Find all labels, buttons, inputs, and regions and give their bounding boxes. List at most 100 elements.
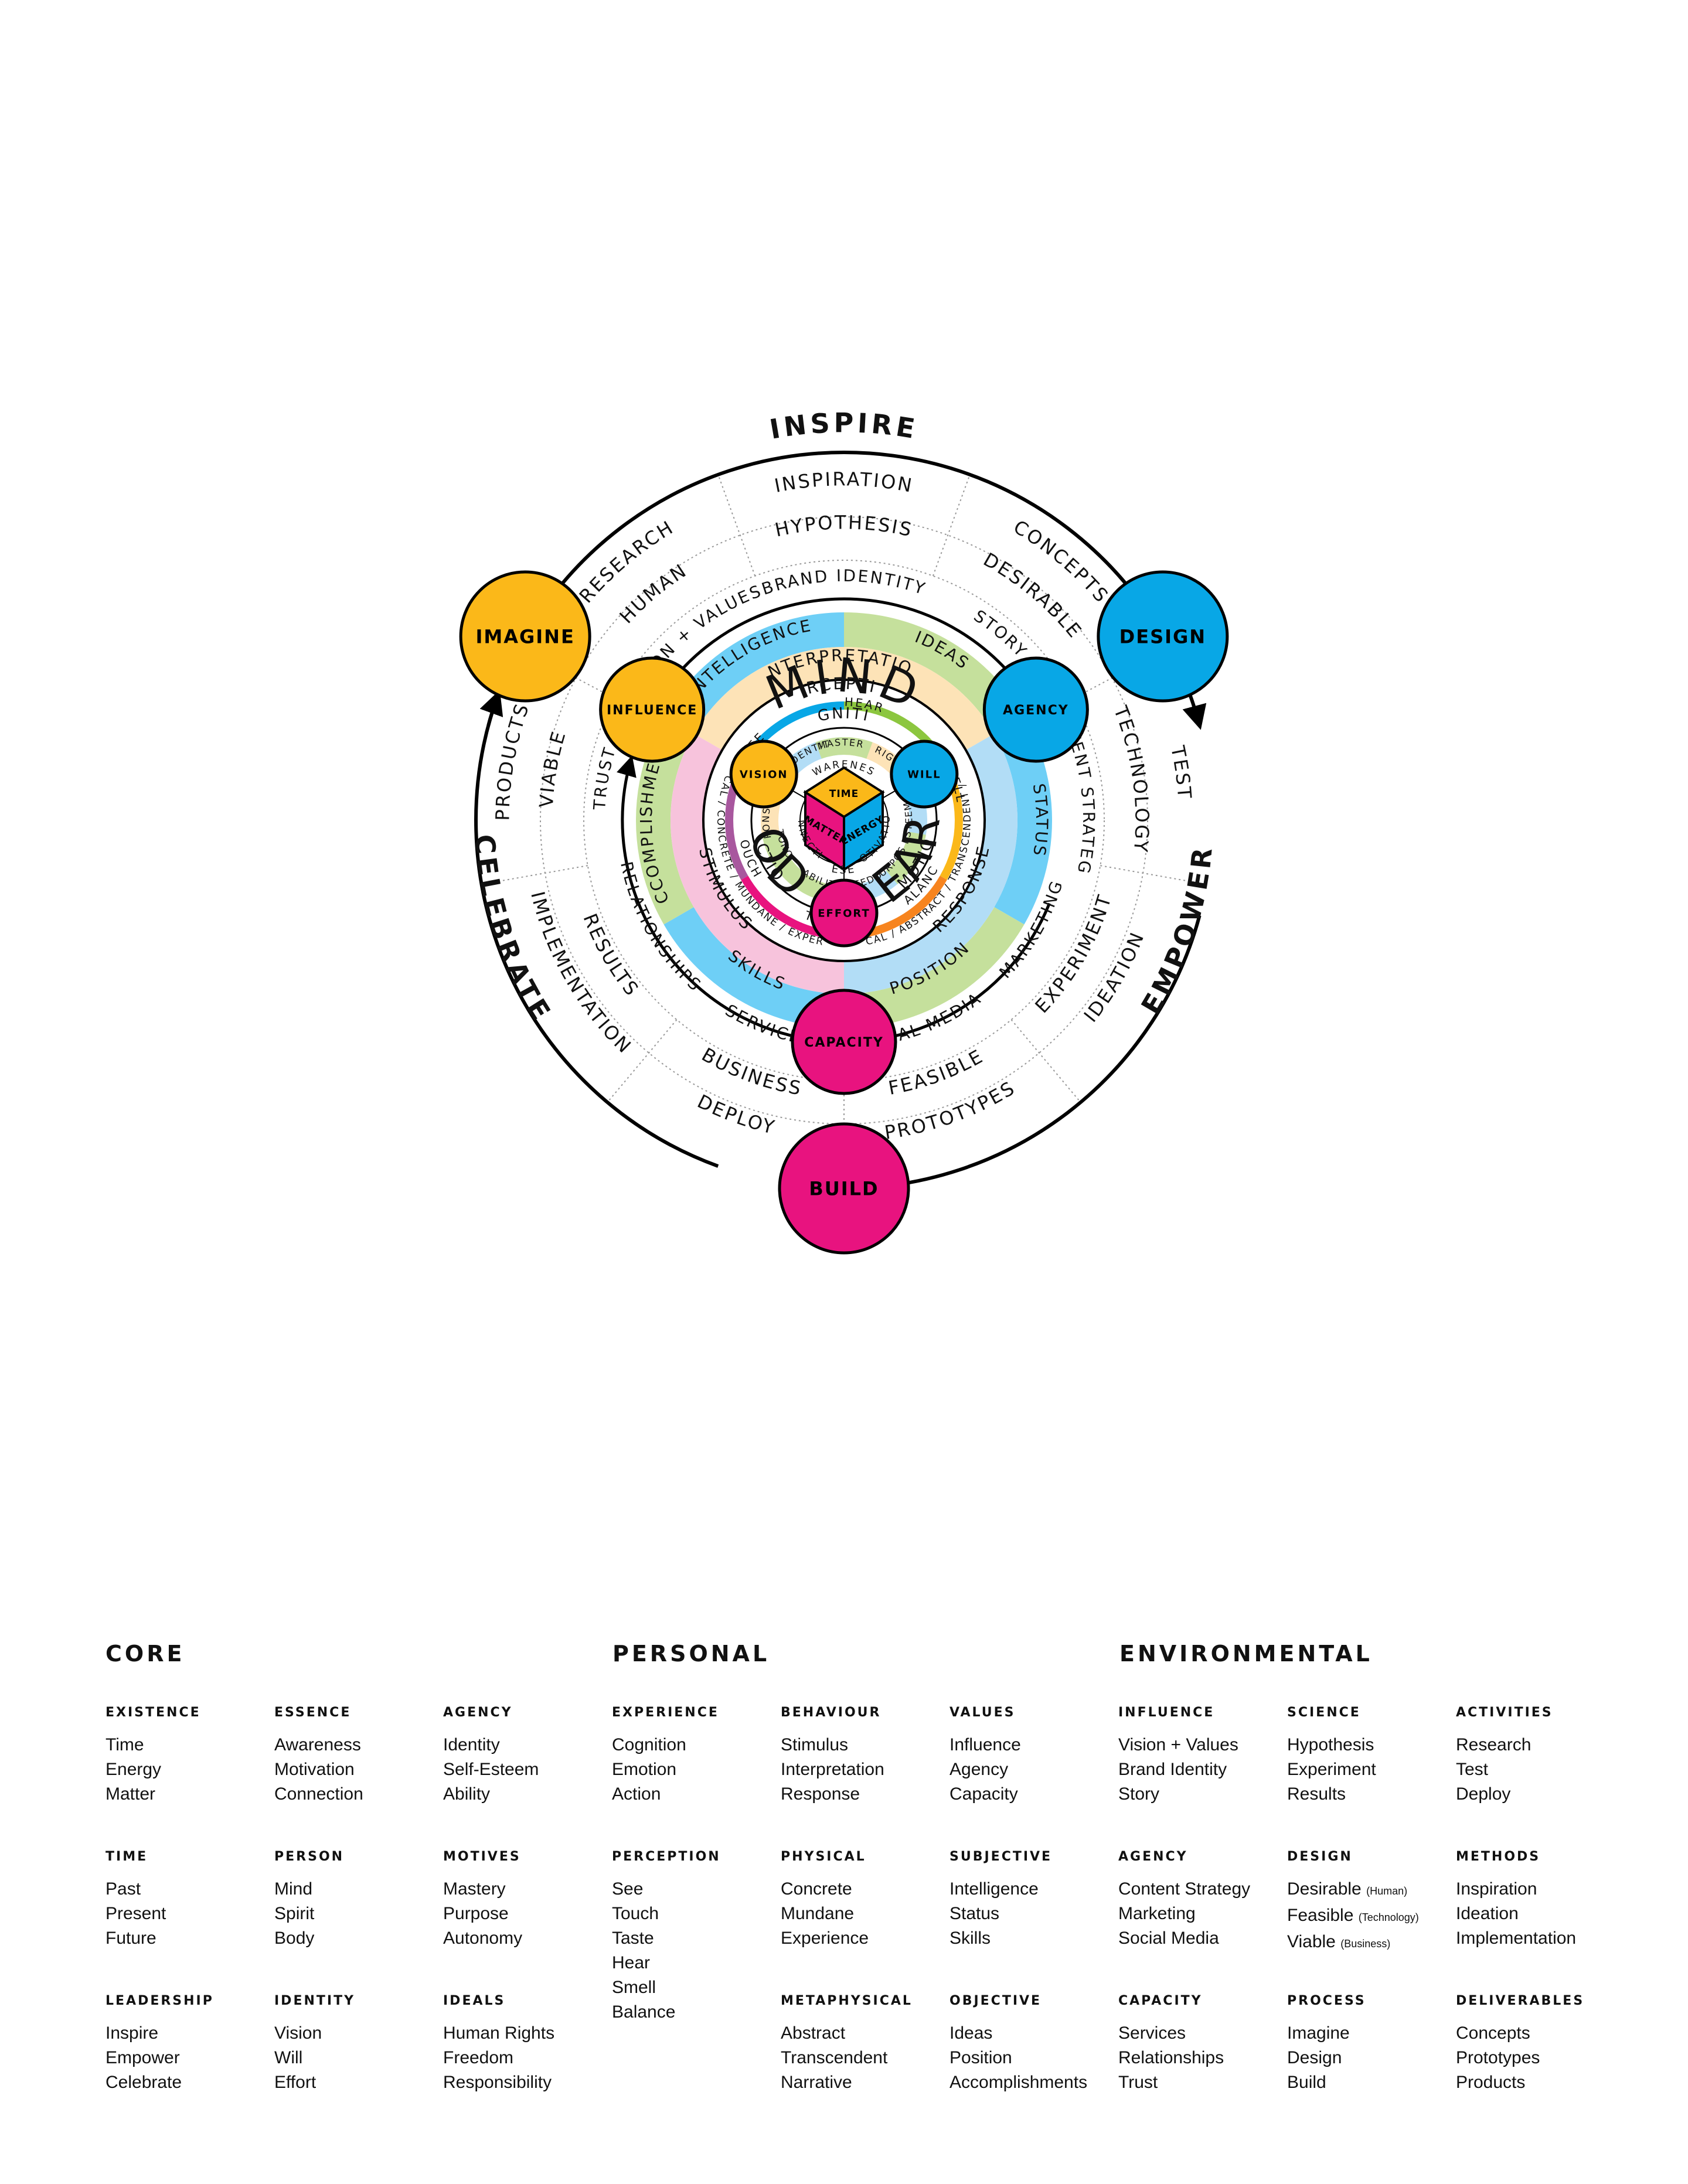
ring-label: FEASIBLE <box>887 1045 988 1099</box>
legend-item: Touch <box>612 1902 770 1926</box>
legend-item-text: Marketing <box>1118 1904 1196 1923</box>
legend-item-text: See <box>612 1879 644 1899</box>
legend-block-heading: EXPERIENCE <box>612 1705 719 1720</box>
outer-divider <box>1100 865 1207 885</box>
build-node <box>778 1122 910 1255</box>
cube-label: TIME <box>829 788 859 800</box>
legend-item: Experience <box>781 1926 939 1951</box>
outer-divider <box>932 474 971 577</box>
legend-item-text: Responsibility <box>443 2073 552 2092</box>
ring-label: STATUS <box>1029 782 1050 859</box>
legend-item: Marketing <box>1118 1902 1277 1926</box>
empower-label: EMPOWER <box>1135 843 1219 1020</box>
legend-item: Imagine <box>1287 2021 1445 2046</box>
inner-band-mastery <box>815 737 873 759</box>
legend-item-text: Trust <box>1118 2073 1158 2092</box>
legend-item-text: Celebrate <box>106 2073 182 2092</box>
legend-item: Ideation <box>1456 1902 1614 1926</box>
legend-block-heading: CAPACITY <box>1118 1994 1203 2008</box>
legend-item-text: Design <box>1287 2048 1342 2067</box>
legend-item-text: Desirable <box>1287 1879 1362 1899</box>
outer-divider <box>607 1019 678 1103</box>
legend-item: Interpretation <box>781 1757 939 1782</box>
legend-item-text: Services <box>1118 2023 1186 2043</box>
ring-label: INSPIRATION <box>772 468 913 497</box>
legend-item: Concepts <box>1456 2021 1614 2046</box>
legend-item: Desirable (Human) <box>1287 1877 1445 1903</box>
legend-item: Brand Identity <box>1118 1757 1277 1782</box>
legend-item: Vision + Values <box>1118 1733 1277 1757</box>
legend-item-text: Smell <box>612 1978 656 1997</box>
legend-item: Balance <box>612 2000 770 2025</box>
legend-block-heading: MOTIVES <box>443 1849 521 1864</box>
legend-item: Viable (Business) <box>1287 1930 1445 1956</box>
legend-item: Build <box>1287 2070 1445 2095</box>
legend-item-text: Hear <box>612 1953 651 1972</box>
legend-item-text: Touch <box>612 1904 659 1923</box>
ring-label: DEPLOY <box>694 1090 778 1139</box>
legend-block-heading: ESSENCE <box>274 1705 352 1720</box>
legend-item: Influence <box>950 1733 1108 1757</box>
legend-item: Prototypes <box>1456 2046 1614 2070</box>
legend-group-core: CORE <box>106 1641 185 1667</box>
legend-item-text: Social Media <box>1118 1929 1219 1948</box>
legend-item-text: Freedom <box>443 2048 514 2067</box>
legend-item-text: Position <box>950 2048 1012 2067</box>
effort-node-label: EFFORT <box>818 907 870 919</box>
ring-label: MASTERY <box>0 0 865 752</box>
outer-divider <box>1010 1019 1081 1103</box>
legend-item: Inspiration <box>1456 1877 1614 1902</box>
legend-item-text: Research <box>1456 1735 1532 1754</box>
legend-item-text: Ability <box>443 1784 491 1804</box>
legend-block-heading: DESIGN <box>1287 1849 1353 1864</box>
will-node-label: WILL <box>907 768 941 781</box>
legend-item: Human Rights <box>443 2021 601 2046</box>
legend-item-text: Effort <box>274 2073 316 2092</box>
legend-item: Skills <box>950 1926 1108 1951</box>
legend-item-text: Imagine <box>1287 2023 1350 2043</box>
legend-item: Inspire <box>106 2021 264 2046</box>
legend-item-text: Connection <box>274 1784 363 1804</box>
legend-item: Products <box>1456 2070 1614 2095</box>
legend-item-text: Agency <box>950 1760 1009 1779</box>
legend-item-text: Narrative <box>781 2073 852 2092</box>
agency-node-label: AGENCY <box>1003 703 1069 718</box>
legend-item: Implementation <box>1456 1926 1614 1951</box>
legend-item: Time <box>106 1733 264 1757</box>
legend-block-heading: SUBJECTIVE <box>950 1849 1053 1864</box>
legend-block-heading: SCIENCE <box>1287 1705 1361 1720</box>
legend-item-text: Energy <box>106 1760 162 1779</box>
ring-label: HYPOTHESIS <box>773 511 916 541</box>
band-intelligence <box>663 612 844 734</box>
ring-label: TECHNOLOGY <box>1109 703 1153 855</box>
legend-block-heading: OBJECTIVE <box>950 1994 1042 2008</box>
build-node-label: BUILD <box>809 1178 879 1200</box>
legend-item: Smell <box>612 1975 770 2000</box>
legend-item-text: Accomplishments <box>950 2073 1088 2092</box>
legend-item: Content Strategy <box>1118 1877 1277 1902</box>
legend-item: Purpose <box>443 1902 601 1926</box>
legend-item: Identity <box>443 1733 601 1757</box>
ring-label: STORY <box>970 606 1029 662</box>
legend-item: Research <box>1456 1733 1614 1757</box>
ring-label: MASTERY <box>0 0 863 752</box>
legend-item-text: Motivation <box>274 1760 355 1779</box>
ring-label: HYPOTHESIS <box>773 511 914 541</box>
legend-item-text: Vision <box>274 2023 322 2043</box>
imagine-node-label: IMAGINE <box>475 626 574 648</box>
empower-arrow <box>839 915 1202 1201</box>
legend-item: Experiment <box>1287 1757 1445 1782</box>
ring-label: TRUST <box>590 744 620 811</box>
effort-node <box>809 878 879 948</box>
